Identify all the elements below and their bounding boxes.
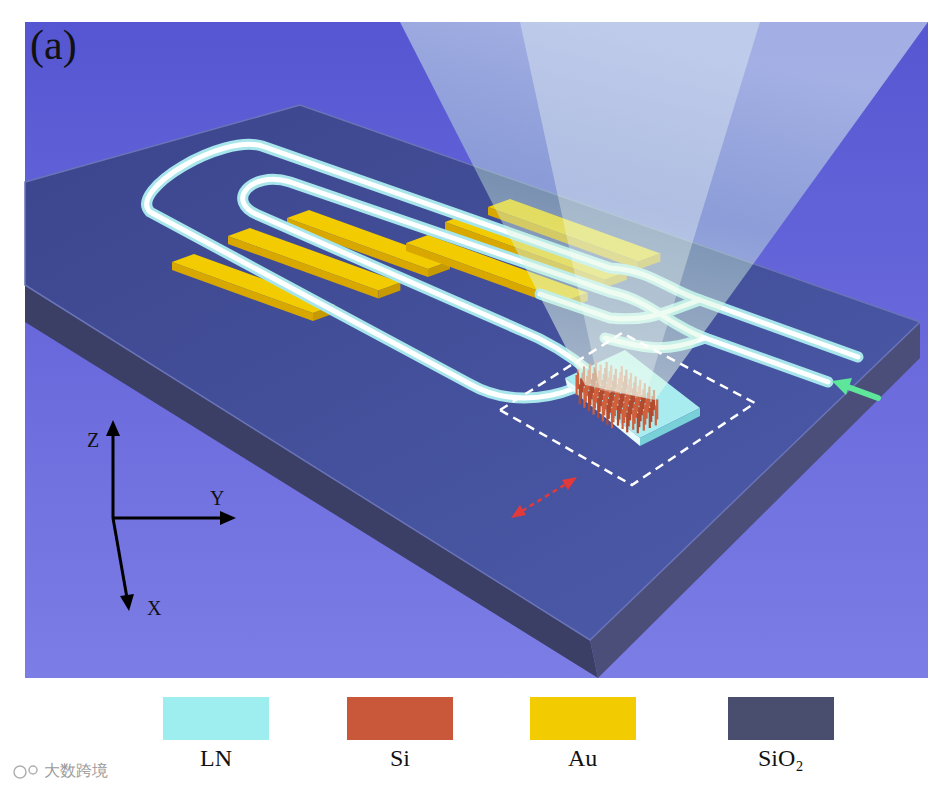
si-pillar: [602, 401, 604, 421]
legend-label: Au: [568, 746, 597, 770]
legend-label: Si: [390, 746, 410, 770]
legend-swatch: [163, 697, 269, 740]
axis-label: Y: [210, 488, 224, 508]
light-beam-core: [520, 22, 760, 398]
legend-swatch: [347, 697, 453, 740]
si-pillar: [597, 398, 599, 418]
si-pillar: [626, 412, 628, 432]
si-pillar: [606, 405, 608, 425]
polarization-arrow: [511, 477, 577, 518]
watermark-logo: [14, 766, 37, 778]
panel-label: (a): [30, 24, 77, 66]
background: [25, 22, 928, 678]
axis-label: X: [147, 598, 161, 618]
si-pillar: [655, 405, 657, 425]
si-pillar: [632, 410, 634, 430]
dashed-highlight: [500, 333, 755, 485]
si-pillar: [637, 413, 639, 433]
axes: [106, 420, 236, 611]
axis-label: Z: [87, 430, 99, 450]
si-pillar: [592, 395, 594, 415]
input-arrow: [832, 378, 878, 398]
si-pillar: [588, 391, 590, 411]
si-pillar: [575, 375, 577, 395]
legend-swatch: [728, 697, 834, 740]
si-pillar: [611, 408, 613, 428]
watermark: 大数跨境: [44, 763, 108, 779]
si-pillar: [583, 388, 585, 408]
legend-label: SiO₂: [758, 746, 804, 770]
si-pillar: [621, 409, 623, 429]
si-pillar: [579, 384, 581, 404]
si-pillar: [649, 408, 651, 428]
si-pillar: [617, 406, 619, 426]
legend-swatch: [530, 697, 636, 740]
si-pillar: [643, 411, 645, 431]
light-beam: [400, 22, 928, 400]
legend-label: LN: [200, 746, 232, 770]
ln-pad-side: [640, 408, 700, 446]
